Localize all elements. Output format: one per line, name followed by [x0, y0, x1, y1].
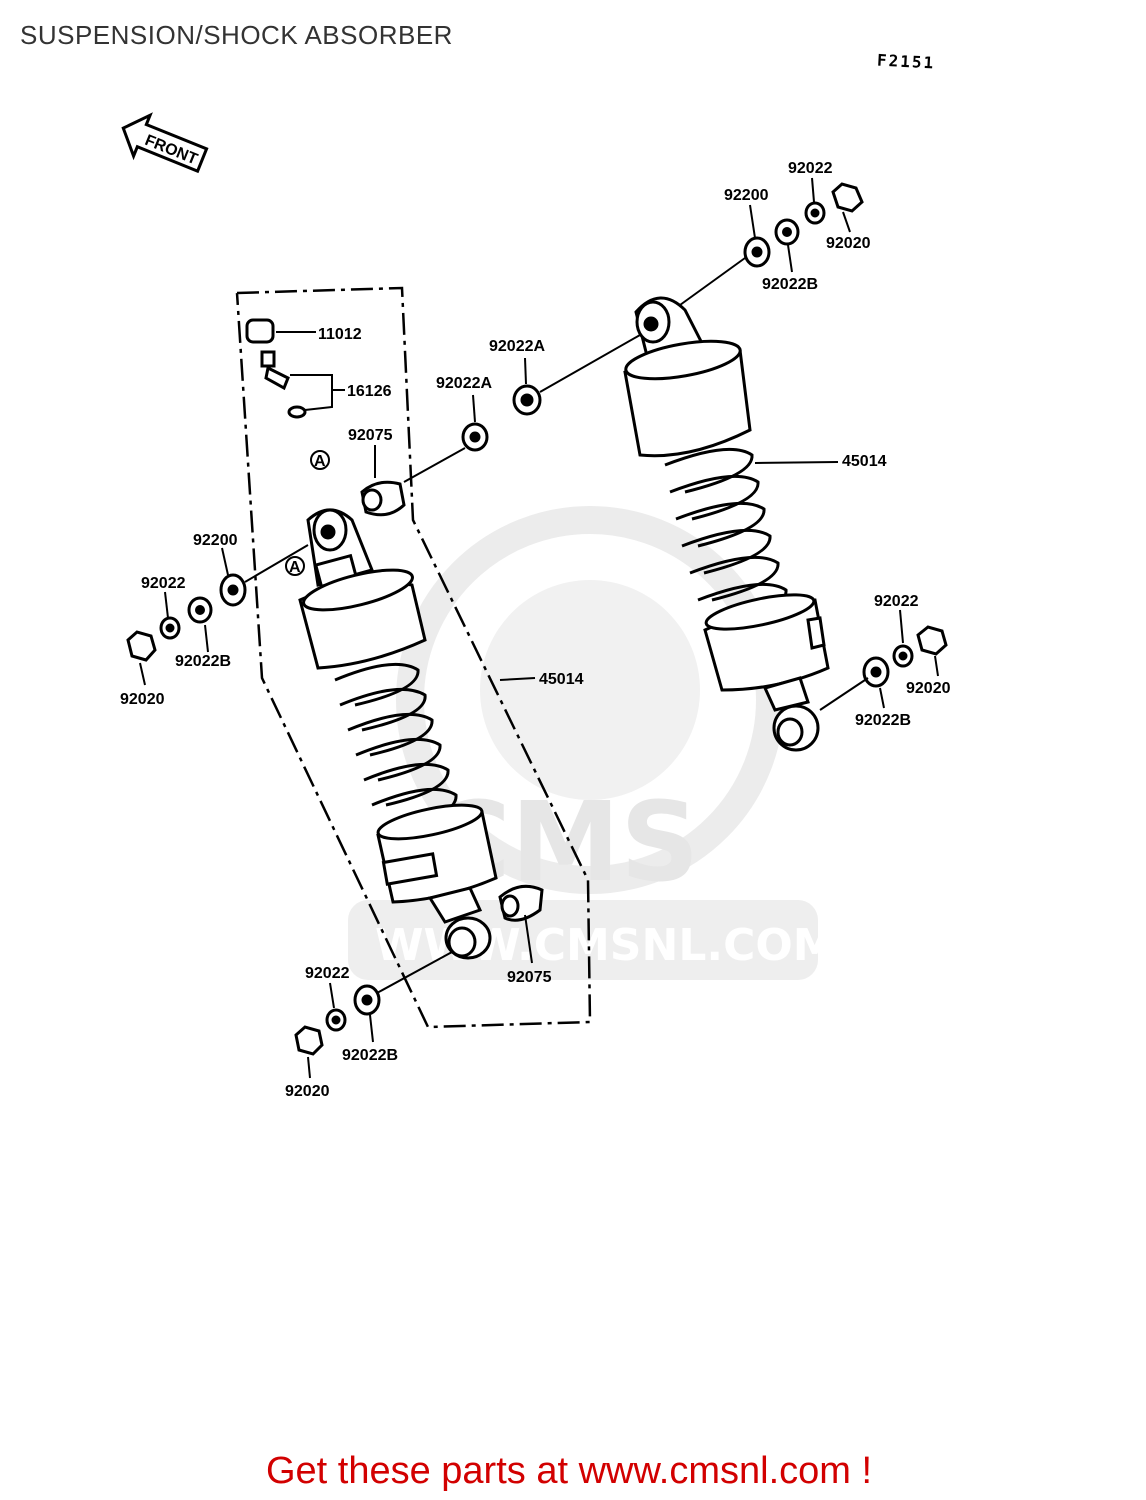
label-45014-right: 45014 [842, 453, 887, 470]
part-labels: 11012 16126 92075 92022A 92022A 92200 92… [120, 160, 951, 1100]
label-92022b-left: 92022B [175, 653, 231, 670]
footer-text: Get these parts at www.cmsnl.com ! [265, 1450, 873, 1492]
label-92022-left: 92022 [141, 575, 186, 592]
callout-a-top: A [314, 453, 326, 470]
label-45014-left: 45014 [539, 671, 584, 688]
front-arrow-icon: FRONT [121, 112, 209, 174]
label-16126: 16126 [347, 383, 392, 400]
label-92022b-topright: 92022B [762, 276, 818, 293]
label-92022-bottom: 92022 [305, 965, 350, 982]
label-92020-left: 92020 [120, 691, 165, 708]
label-92200-topright: 92200 [724, 187, 769, 204]
label-92022a-left: 92022A [436, 375, 492, 392]
shock-absorber-left [298, 508, 498, 960]
label-92022b-right: 92022B [855, 712, 911, 729]
assembly-bracket [235, 286, 592, 1029]
label-11012: 11012 [318, 326, 362, 343]
label-92075-top: 92075 [348, 427, 393, 444]
callout-a-shock: A [289, 559, 301, 576]
exploded-parts-diagram: CMS WWW.CMSNL.COM FRONT [120, 112, 951, 1100]
label-92020-topright: 92020 [826, 235, 871, 252]
label-92020-bottom: 92020 [285, 1083, 330, 1100]
label-92022-topright: 92022 [788, 160, 833, 177]
label-92020-right: 92020 [906, 680, 951, 697]
leader-lines [139, 177, 939, 1079]
label-92022-right: 92022 [874, 593, 919, 610]
label-92022a-right: 92022A [489, 338, 545, 355]
parts-left [126, 318, 544, 1056]
label-92022b-bottom: 92022B [342, 1047, 398, 1064]
watermark-url: WWW.CMSNL.COM [375, 920, 837, 971]
label-92075-bottom: 92075 [507, 969, 552, 986]
cms-watermark: CMS WWW.CMSNL.COM [348, 506, 837, 980]
callout-a-marks: A A [285, 450, 330, 576]
label-92200-left: 92200 [193, 532, 238, 549]
shock-absorber-right [623, 296, 830, 752]
footer-link[interactable]: Get these parts at www.cmsnl.com ! [0, 1450, 1146, 1493]
parts-right [743, 182, 948, 688]
page-title: SUSPENSION/SHOCK ABSORBER [20, 20, 453, 50]
